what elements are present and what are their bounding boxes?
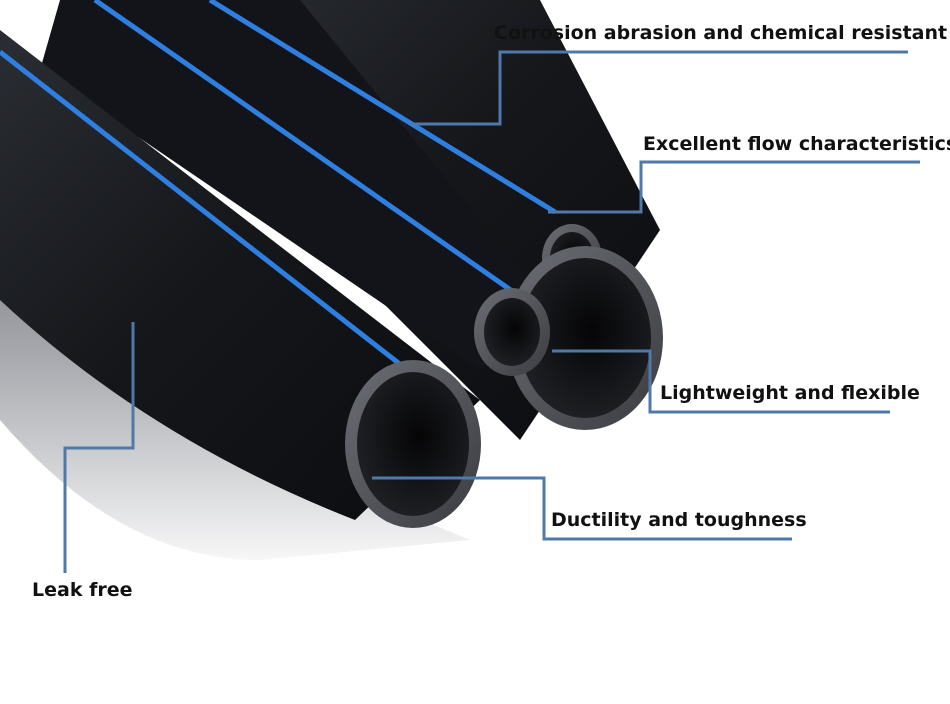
callout-leak-free: Leak free <box>32 579 133 601</box>
callout-corrosion: Corrosion abrasion and chemical resistan… <box>494 22 948 44</box>
callout-line-leak <box>63 322 135 573</box>
callout-lightweight: Lightweight and flexible <box>660 382 920 404</box>
callout-flow: Excellent flow characteristics <box>643 133 950 155</box>
callout-line-lightweight <box>552 349 890 414</box>
callout-line-ductility <box>372 476 792 541</box>
pipe-small-middle <box>40 0 545 370</box>
stripe-2 <box>93 0 527 303</box>
stripe-3 <box>0 50 412 374</box>
callout-ductility: Ductility and toughness <box>551 509 807 531</box>
callout-line-flow <box>548 160 920 214</box>
floor-reflection <box>0 170 470 560</box>
stripe-1 <box>208 0 557 215</box>
callout-line-corrosion <box>410 50 908 126</box>
